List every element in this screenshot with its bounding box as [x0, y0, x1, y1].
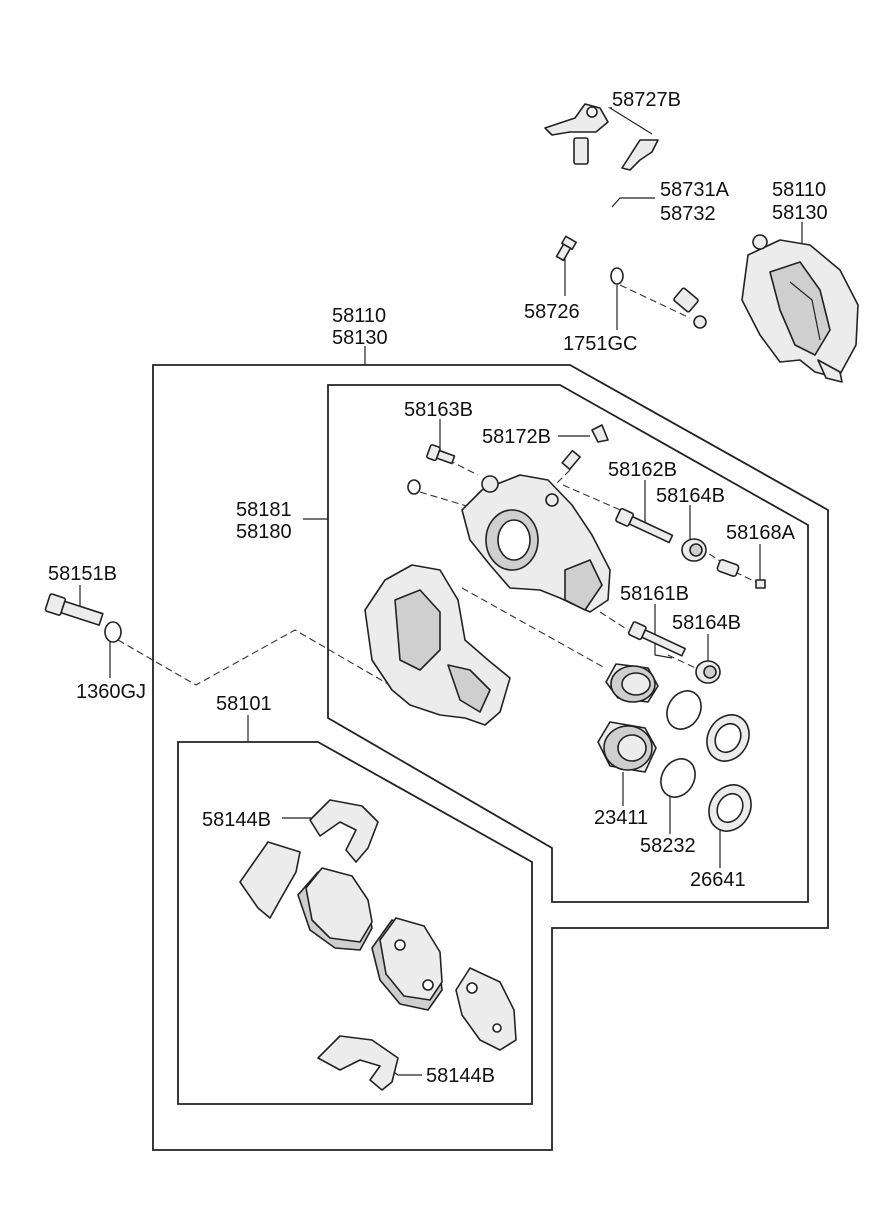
bolt-58726 [555, 235, 577, 262]
label-58162B: 58162B [608, 459, 677, 481]
label-58181: 58181 [236, 499, 292, 521]
piston-seal-58232-lower [660, 758, 696, 798]
cap-58172B [591, 424, 609, 443]
label-58164B-upper: 58164B [656, 485, 725, 507]
label-58232: 58232 [640, 835, 696, 857]
caliper-assembly-outline [152, 364, 829, 1151]
pad-kit-outline [177, 741, 533, 1105]
part-labels: 58727B 58731A 58732 58110 58130 58726 17… [48, 89, 828, 1087]
label-58180: 58180 [236, 521, 292, 543]
label-58101: 58101 [216, 693, 272, 715]
piston-23411-upper [605, 663, 659, 703]
small-cap-58168A [755, 579, 766, 589]
guide-pin-58161B [627, 621, 687, 657]
label-26641: 26641 [690, 869, 746, 891]
small-plug [407, 479, 421, 495]
label-58144B-lower: 58144B [426, 1065, 495, 1087]
leader-lines [79, 107, 803, 1076]
label-58168A: 58168A [726, 522, 796, 544]
label-58731A: 58731A [660, 179, 730, 201]
hose-clip-58727B [621, 139, 659, 171]
label-58164B-lower: 58164B [672, 612, 741, 634]
caliper-body-outline [327, 384, 809, 903]
guide-pin-58162B [615, 507, 674, 544]
mounting-bolt-58151B [44, 593, 104, 626]
label-58163B: 58163B [404, 399, 473, 421]
label-58172B: 58172B [482, 426, 551, 448]
label-58727B: 58727B [612, 89, 681, 111]
bleeder-screw-58163B [426, 444, 456, 465]
label-58144B-upper: 58144B [202, 809, 271, 831]
brake-hose [544, 103, 707, 329]
pad-shim-right [455, 967, 517, 1051]
label-58151B: 58151B [48, 563, 117, 585]
pin-boot-58164B-upper [681, 538, 707, 562]
brake-pad-outer [371, 917, 443, 1011]
brake-pad-inner [297, 867, 373, 951]
washer-1751GC [610, 267, 624, 285]
pad-shim-left [239, 841, 301, 919]
label-23411: 23411 [594, 807, 648, 829]
label-58726: 58726 [524, 301, 580, 323]
pin-boot-58164B-lower [695, 660, 721, 684]
pad-clip-58144B-upper [309, 799, 379, 863]
bleeder-58172 [561, 449, 581, 471]
piston-23411-lower [597, 721, 657, 773]
piston-boot-26641-upper [706, 714, 750, 762]
label-58161B: 58161B [620, 583, 689, 605]
piston-seal-58232-upper [666, 690, 702, 730]
label-58110-top-right: 58110 [772, 179, 826, 201]
label-58130-top-right: 58130 [772, 202, 828, 224]
caliper-assembly-58110 [741, 234, 859, 383]
caliper-carrier-bracket [364, 564, 511, 726]
piston-boot-26641-lower [708, 784, 752, 832]
caliper-housing [461, 474, 611, 613]
label-58130-main: 58130 [332, 327, 388, 349]
pad-clip-58144B-lower [317, 1035, 399, 1091]
washer-1360GJ [104, 621, 122, 643]
label-1360GJ: 1360GJ [76, 681, 146, 703]
bushing-58168A [716, 558, 740, 578]
label-58732: 58732 [660, 203, 716, 225]
label-58110-main: 58110 [332, 305, 386, 327]
label-1751GC: 1751GC [563, 333, 638, 355]
